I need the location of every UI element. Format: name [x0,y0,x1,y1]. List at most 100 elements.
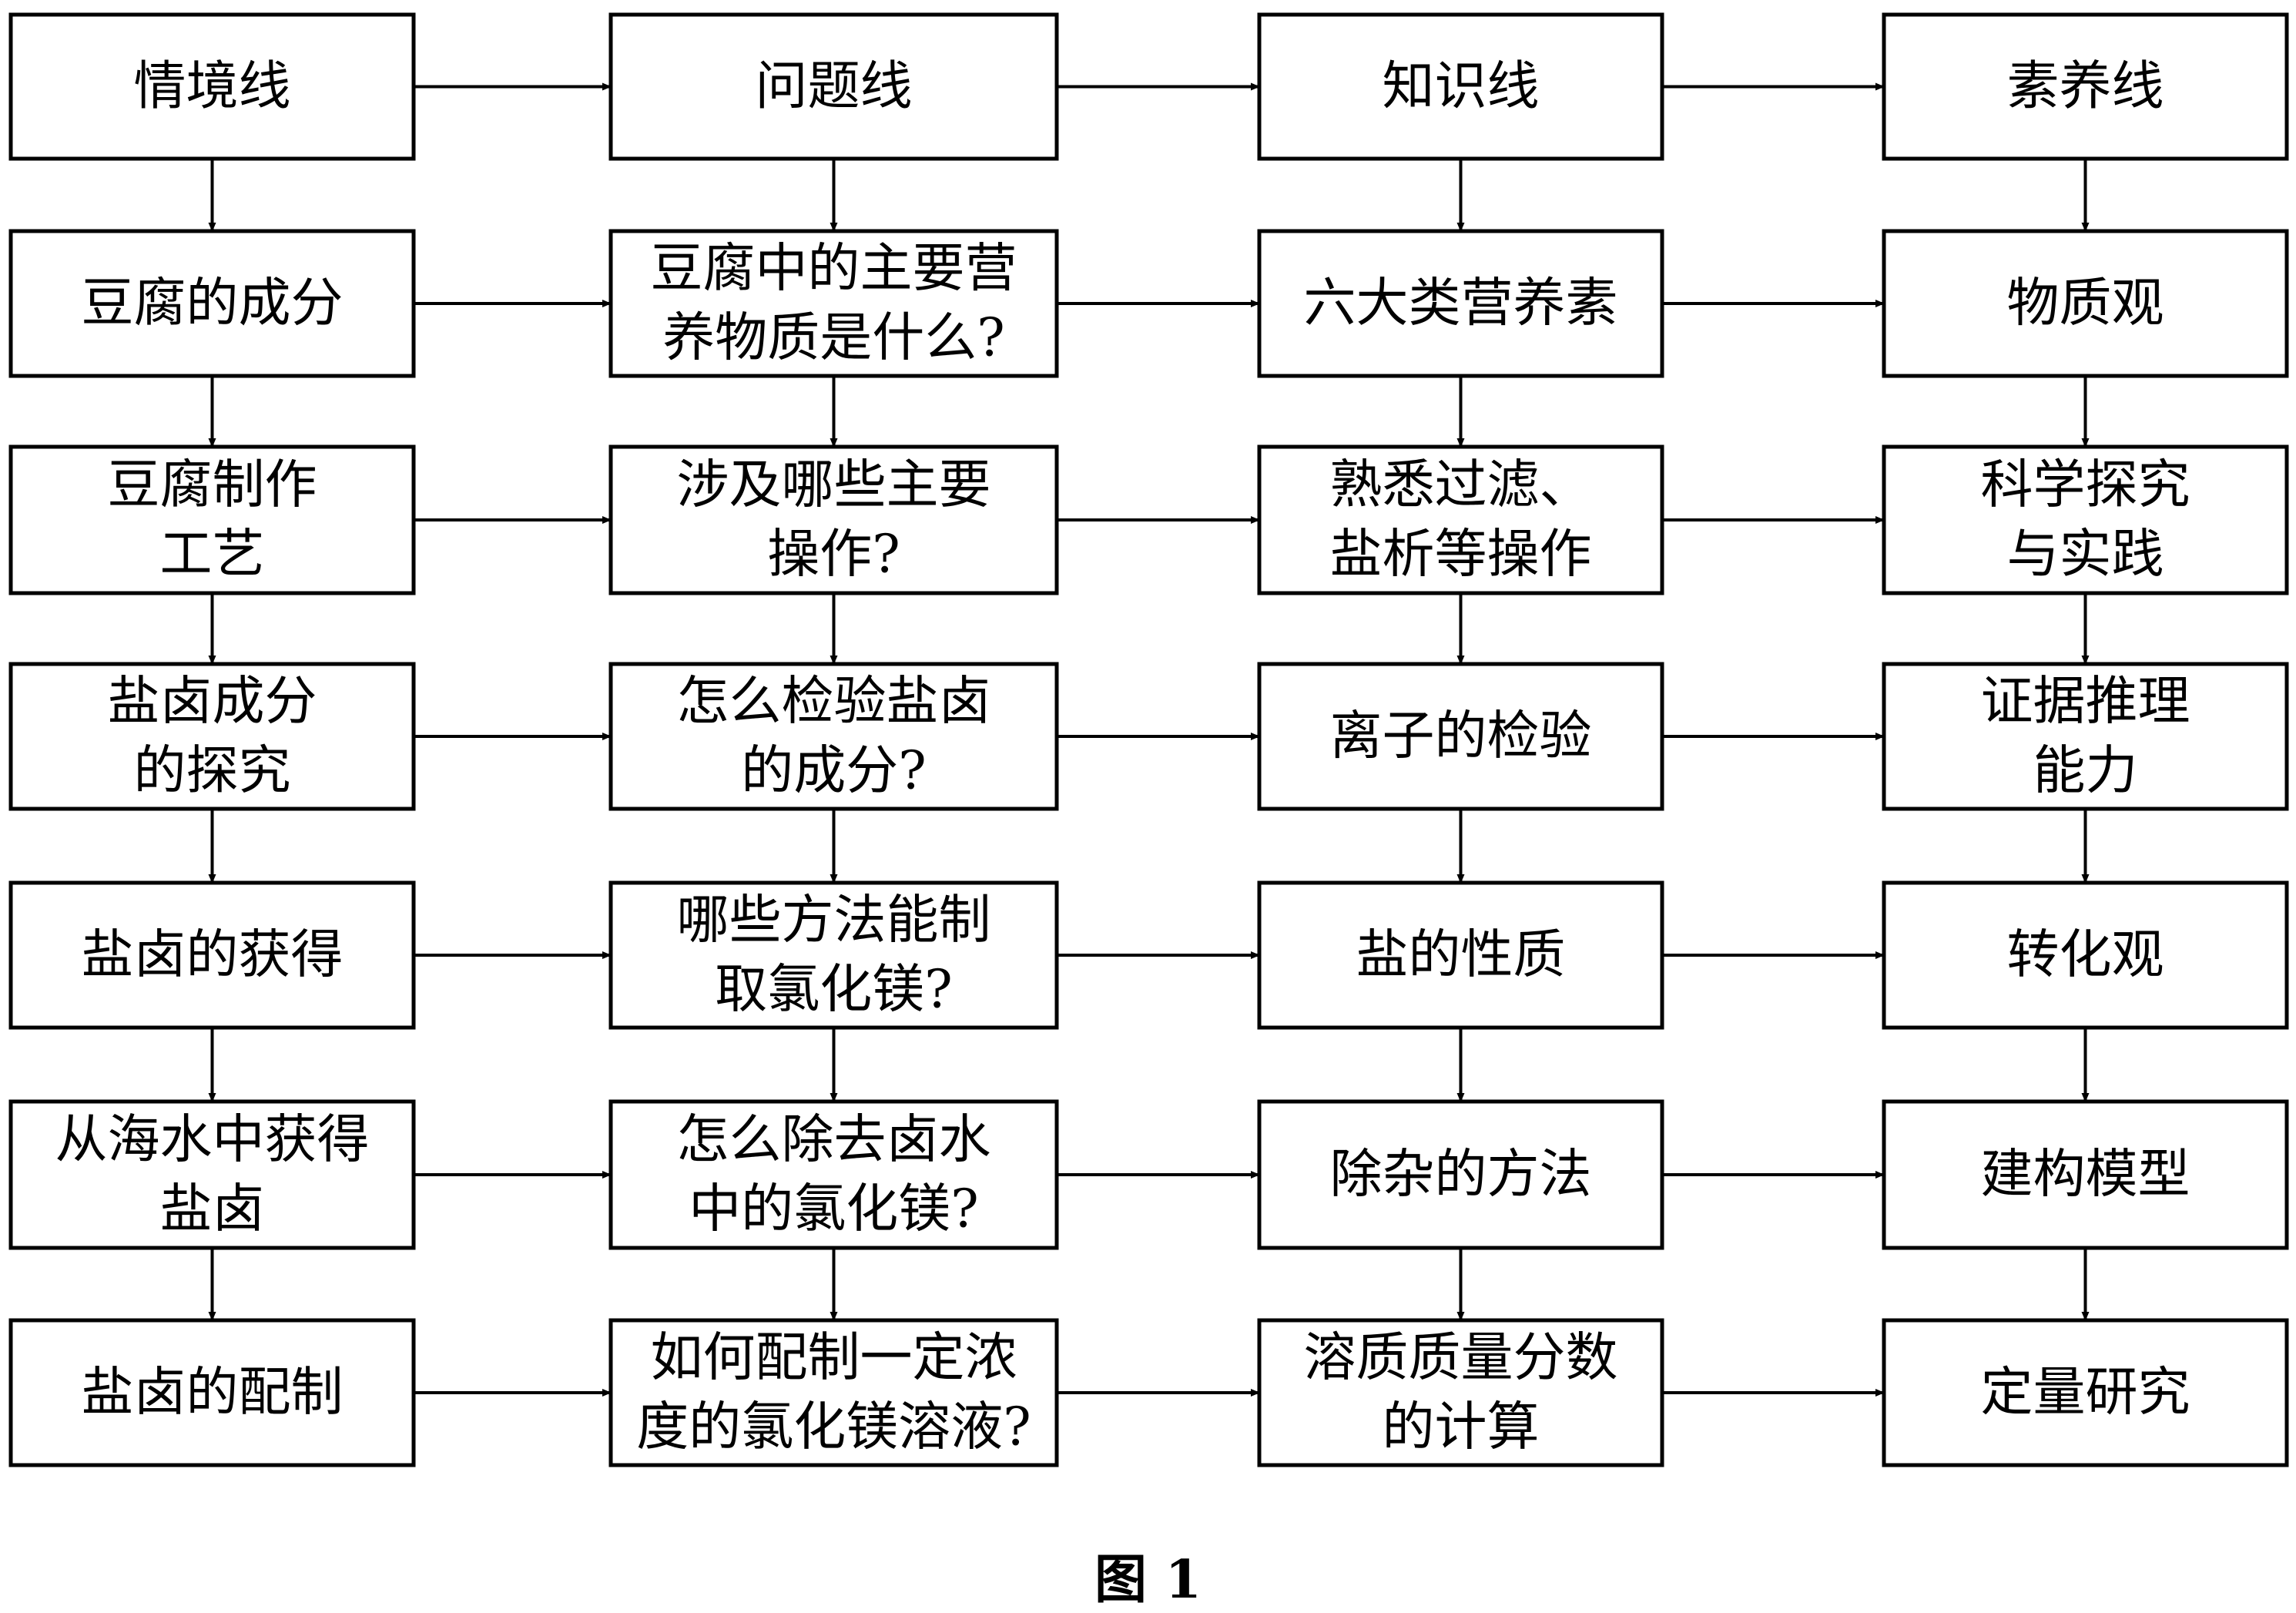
node-c1-r2-box [8,444,416,595]
node-c1-r3-text-line: 盐卤成分 [107,672,317,733]
node-c1-r4-box [8,880,416,1030]
node-c4-r2-text-line: 与实践 [2006,525,2164,585]
node-c2-r4-text-line: 哪些方法能制 [676,890,990,951]
node-c3-r5: 除杂的方法 [1257,1099,1664,1250]
column-header-4-box [1882,12,2289,161]
node-c3-r1-text-line: 六大类营养素 [1303,273,1617,334]
node-c4-r6: 定量研究 [1882,1318,2289,1467]
node-c2-r3-text-line: 的成分? [741,741,926,802]
node-c3-r6-text-line: 的计算 [1382,1397,1539,1458]
node-c3-r4-box [1257,880,1664,1030]
node-c4-r4: 转化观 [1882,880,2289,1030]
node-c4-r6-box [1882,1318,2289,1467]
node-c1-r6-box [8,1318,416,1467]
node-c4-r3-box [1882,662,2289,811]
column-header-4-text-line: 素养线 [2006,56,2164,117]
node-c3-r6-box [1257,1318,1664,1467]
node-c1-r2-text-line: 工艺 [159,525,264,585]
column-header-2-box [608,12,1059,161]
node-c4-r5: 建构模型 [1882,1099,2289,1250]
node-c2-r2-text-line: 操作? [767,525,900,585]
node-c2-r1-text-line: 豆腐中的主要营 [650,239,1017,300]
node-c3-r5-text-line: 除杂的方法 [1329,1145,1591,1206]
column-header-3-text-line: 知识线 [1382,56,1539,117]
column-header-1-box [8,12,416,161]
node-c2-r6-text-line: 度的氯化镁溶液? [636,1397,1031,1458]
node-c2-r3-text-line: 怎么检验盐卤 [676,672,990,733]
node-c4-r3-text-line: 能力 [2033,741,2137,802]
node-c2-r4-text-line: 取氯化镁? [715,960,952,1021]
node-c1-r5-box [8,1099,416,1250]
node-c3-r1-box [1257,229,1664,378]
node-c3-r2-text-line: 盐析等操作 [1329,525,1591,585]
node-c1-r6-text-line: 盐卤的配制 [81,1363,343,1424]
node-c2-r2-box [608,444,1059,595]
column-header-2: 问题线 [608,12,1059,161]
node-c3-r4: 盐的性质 [1257,880,1664,1030]
node-c3-r1: 六大类营养素 [1257,229,1664,378]
node-c3-r6-text-line: 溶质质量分数 [1303,1328,1617,1389]
node-c4-r6-text-line: 定量研究 [1980,1363,2190,1424]
column-header-1-text-line: 情境线 [133,56,290,117]
node-c4-r2-box [1882,444,2289,595]
node-c2-r1-box [608,229,1059,378]
node-c2-r4-box [608,880,1059,1030]
node-c2-r6-box [608,1318,1059,1467]
node-c4-r2-text-line: 科学探究 [1980,455,2190,516]
node-c1-r5-text-line: 从海水中获得 [55,1110,369,1171]
node-c3-r3-box [1257,662,1664,811]
node-c4-r5-box [1882,1099,2289,1250]
column-header-2-text-line: 问题线 [755,56,912,117]
node-c2-r5-text-line: 中的氯化镁? [689,1179,978,1240]
node-c3-r3-text-line: 离子的检验 [1329,706,1591,767]
node-c1-r1-text-line: 豆腐的成分 [81,273,343,334]
arrows-layer [208,82,2090,1397]
node-c1-r2-text-line: 豆腐制作 [107,455,317,516]
node-c2-r2-text-line: 涉及哪些主要 [676,455,990,516]
node-c1-r1-box [8,229,416,378]
figure-caption: 图 1 [1094,1549,1202,1611]
node-c4-r3-text-line: 证据推理 [1980,672,2190,733]
node-c4-r5-text-line: 建构模型 [1980,1145,2190,1206]
node-c2-r5-box [608,1099,1059,1250]
node-c3-r3: 离子的检验 [1257,662,1664,811]
node-c1-r5-text-line: 盐卤 [159,1179,264,1240]
node-c3-r2: 熟悉过滤、盐析等操作 [1257,444,1664,595]
node-c2-r3-box [608,662,1059,811]
node-c1-r3-text-line: 的探究 [133,741,290,802]
node-c3-r2-box [1257,444,1664,595]
node-c3-r4-text-line: 盐的性质 [1356,925,1565,986]
node-c2-r5-text-line: 怎么除去卤水 [676,1110,990,1171]
node-c1-r1: 豆腐的成分 [8,229,416,378]
column-header-3-box [1257,12,1664,161]
node-c4-r1-box [1882,229,2289,378]
node-c1-r4: 盐卤的获得 [8,880,416,1030]
node-c4-r1: 物质观 [1882,229,2289,378]
node-c4-r4-box [1882,880,2289,1030]
node-c1-r6: 盐卤的配制 [8,1318,416,1467]
node-c3-r2-text-line: 熟悉过滤、 [1329,455,1591,516]
node-c3-r5-box [1257,1099,1664,1250]
node-c1-r4-text-line: 盐卤的获得 [81,925,343,986]
column-header-4: 素养线 [1882,12,2289,161]
column-header-1: 情境线 [8,12,416,161]
node-c1-r3-box [8,662,416,811]
column-header-3: 知识线 [1257,12,1664,161]
node-c2-r1-text-line: 养物质是什么? [662,308,1004,369]
node-c2-r6-text-line: 如何配制一定浓 [650,1328,1017,1389]
node-c4-r1-text-line: 物质观 [2006,273,2164,334]
node-c4-r4-text-line: 转化观 [2006,925,2164,986]
